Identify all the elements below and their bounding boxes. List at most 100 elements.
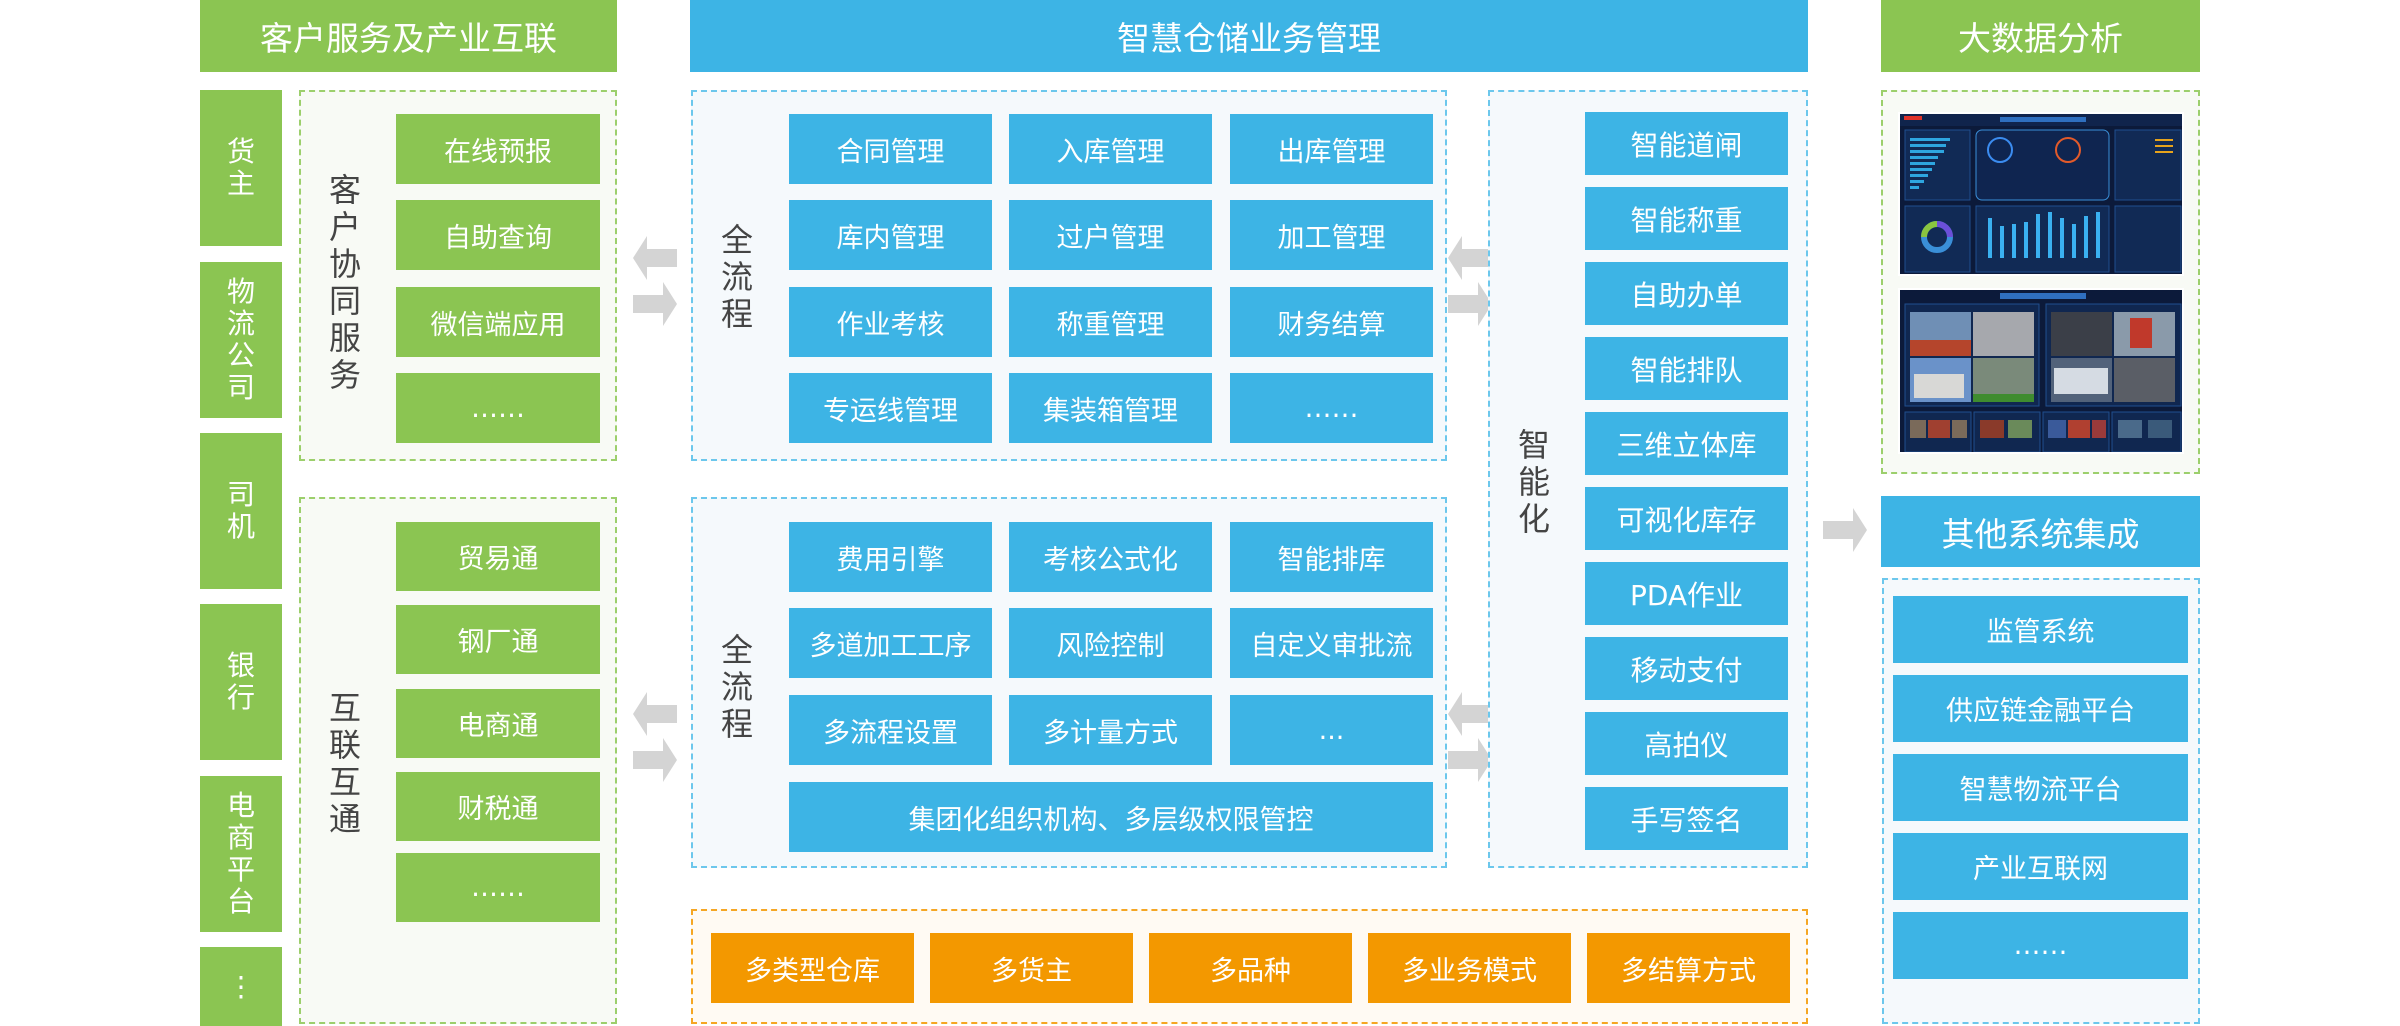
full-process-label-1: 全流程	[717, 222, 757, 333]
process-module-item[interactable]: 入库管理	[1009, 114, 1212, 184]
process-feature-item[interactable]: 费用引擎	[789, 522, 992, 592]
feature-item[interactable]: 多货主	[930, 933, 1133, 1003]
process-feature-item[interactable]: 自定义审批流	[1230, 608, 1433, 678]
process-feature-item[interactable]: 风险控制	[1009, 608, 1212, 678]
actor-ecommerce-platform[interactable]: 电商平台	[200, 776, 282, 932]
actor-label: ⋮	[227, 970, 255, 1003]
vertical-char: 能	[1517, 463, 1550, 501]
customer-service-header: 客户服务及产业互联	[200, 0, 617, 72]
vertical-char: 货	[226, 135, 255, 168]
process-module-item[interactable]: 出库管理	[1230, 114, 1433, 184]
vertical-char: 流	[226, 307, 255, 340]
integration-item[interactable]: 产业互联网	[1893, 833, 2188, 900]
process-feature-item[interactable]: 多计量方式	[1009, 695, 1212, 765]
intelligence-item[interactable]: 自助办单	[1585, 262, 1788, 325]
process-module-item[interactable]: 合同管理	[789, 114, 992, 184]
feature-item[interactable]: 多结算方式	[1587, 933, 1790, 1003]
group-label-text: 全流程	[721, 632, 753, 743]
intelligence-item[interactable]: 智能道闸	[1585, 112, 1788, 175]
vertical-char: 主	[226, 167, 255, 200]
process-module-item[interactable]: 专运线管理	[789, 373, 992, 443]
intelligence-item[interactable]: 智能称重	[1585, 187, 1788, 250]
vertical-char: 智	[1517, 426, 1550, 464]
actor-label: 银行	[227, 650, 255, 714]
service-item[interactable]: ……	[396, 373, 600, 443]
big-data-header-text: 大数据分析	[1958, 19, 2123, 58]
dashboard-image	[1900, 114, 2182, 274]
integration-item[interactable]: ……	[1893, 912, 2188, 979]
service-item[interactable]: 在线预报	[396, 114, 600, 184]
process-module-item[interactable]: 财务结算	[1230, 287, 1433, 357]
process-module-item[interactable]: 过户管理	[1009, 200, 1212, 270]
service-item[interactable]: 自助查询	[396, 200, 600, 270]
vertical-char: 司	[226, 478, 255, 511]
vertical-char: 务	[328, 356, 361, 394]
vertical-char: 同	[328, 282, 361, 320]
vertical-char: 机	[226, 510, 255, 543]
intelligence-item[interactable]: 三维立体库	[1585, 412, 1788, 475]
actor-logistics-company[interactable]: 物流公司	[200, 262, 282, 418]
customer-collaboration-label: 客户协同服务	[325, 172, 365, 394]
actor-label: 司机	[227, 479, 255, 543]
video-monitoring-screenshot	[1898, 288, 2184, 454]
integration-item[interactable]: 监管系统	[1893, 596, 2188, 663]
actor-cargo-owner[interactable]: 货主	[200, 90, 282, 246]
bidirectional-arrow-icon	[1448, 236, 1492, 326]
actor-driver[interactable]: 司机	[200, 433, 282, 589]
feature-item[interactable]: 多品种	[1149, 933, 1352, 1003]
group-label-text: 互联互通	[329, 690, 361, 838]
vertical-char: 互	[328, 763, 361, 801]
vertical-char: 户	[328, 208, 361, 246]
process-feature-item[interactable]: 多道加工工序	[789, 608, 992, 678]
interconnection-item[interactable]: 贸易通	[396, 522, 600, 591]
integration-header: 其他系统集成	[1881, 496, 2200, 567]
intelligence-item[interactable]: 手写签名	[1585, 787, 1788, 850]
big-data-header: 大数据分析	[1881, 0, 2200, 72]
actor-label: 物流公司	[227, 276, 255, 404]
actor-bank[interactable]: 银行	[200, 604, 282, 760]
actor-label: 电商平台	[227, 790, 255, 918]
interconnection-item[interactable]: ……	[396, 853, 600, 922]
intelligence-item[interactable]: 可视化库存	[1585, 487, 1788, 550]
integration-item[interactable]: 供应链金融平台	[1893, 675, 2188, 742]
video-monitoring-image	[1900, 290, 2182, 452]
actor-more[interactable]: ⋮	[200, 947, 282, 1026]
vertical-char: 物	[226, 275, 255, 308]
interconnection-item[interactable]: 电商通	[396, 689, 600, 758]
vertical-char: 全	[720, 221, 753, 259]
process-feature-item[interactable]: 考核公式化	[1009, 522, 1212, 592]
vertical-char: 互	[328, 689, 361, 727]
integration-header-text: 其他系统集成	[1941, 514, 2140, 554]
intelligence-item[interactable]: 高拍仪	[1585, 712, 1788, 775]
process-module-item[interactable]: 加工管理	[1230, 200, 1433, 270]
process-module-item[interactable]: 库内管理	[789, 200, 992, 270]
feature-item[interactable]: 多类型仓库	[711, 933, 914, 1003]
group-permission-control-item[interactable]: 集团化组织机构、多层级权限管控	[789, 782, 1433, 852]
interconnection-item[interactable]: 财税通	[396, 772, 600, 841]
service-item[interactable]: 微信端应用	[396, 287, 600, 357]
integration-item[interactable]: 智慧物流平台	[1893, 754, 2188, 821]
process-feature-item[interactable]: 智能排库	[1230, 522, 1433, 592]
vertical-char: 流	[720, 668, 753, 706]
dashboard-screenshot	[1898, 112, 2184, 276]
vertical-char: 平	[226, 853, 255, 886]
process-module-item[interactable]: 称重管理	[1009, 287, 1212, 357]
customer-service-header-text: 客户服务及产业互联	[260, 19, 557, 58]
interconnection-item[interactable]: 钢厂通	[396, 605, 600, 674]
smart-warehouse-header: 智慧仓储业务管理	[690, 0, 1808, 72]
process-module-item[interactable]: 作业考核	[789, 287, 992, 357]
vertical-char: 通	[328, 800, 361, 838]
vertical-char: 流	[720, 258, 753, 296]
intelligence-item[interactable]: 智能排队	[1585, 337, 1788, 400]
process-module-item[interactable]: 集装箱管理	[1009, 373, 1212, 443]
process-module-item[interactable]: ……	[1230, 373, 1433, 443]
process-feature-item[interactable]: 多流程设置	[789, 695, 992, 765]
intelligence-item[interactable]: 移动支付	[1585, 637, 1788, 700]
feature-item[interactable]: 多业务模式	[1368, 933, 1571, 1003]
vertical-char: 台	[226, 885, 255, 918]
process-feature-item[interactable]: ...	[1230, 695, 1433, 765]
vertical-char: 电	[226, 789, 255, 822]
intelligence-item[interactable]: PDA作业	[1585, 562, 1788, 625]
bidirectional-arrow-icon	[633, 692, 677, 782]
arrow-right-icon	[1823, 508, 1867, 552]
